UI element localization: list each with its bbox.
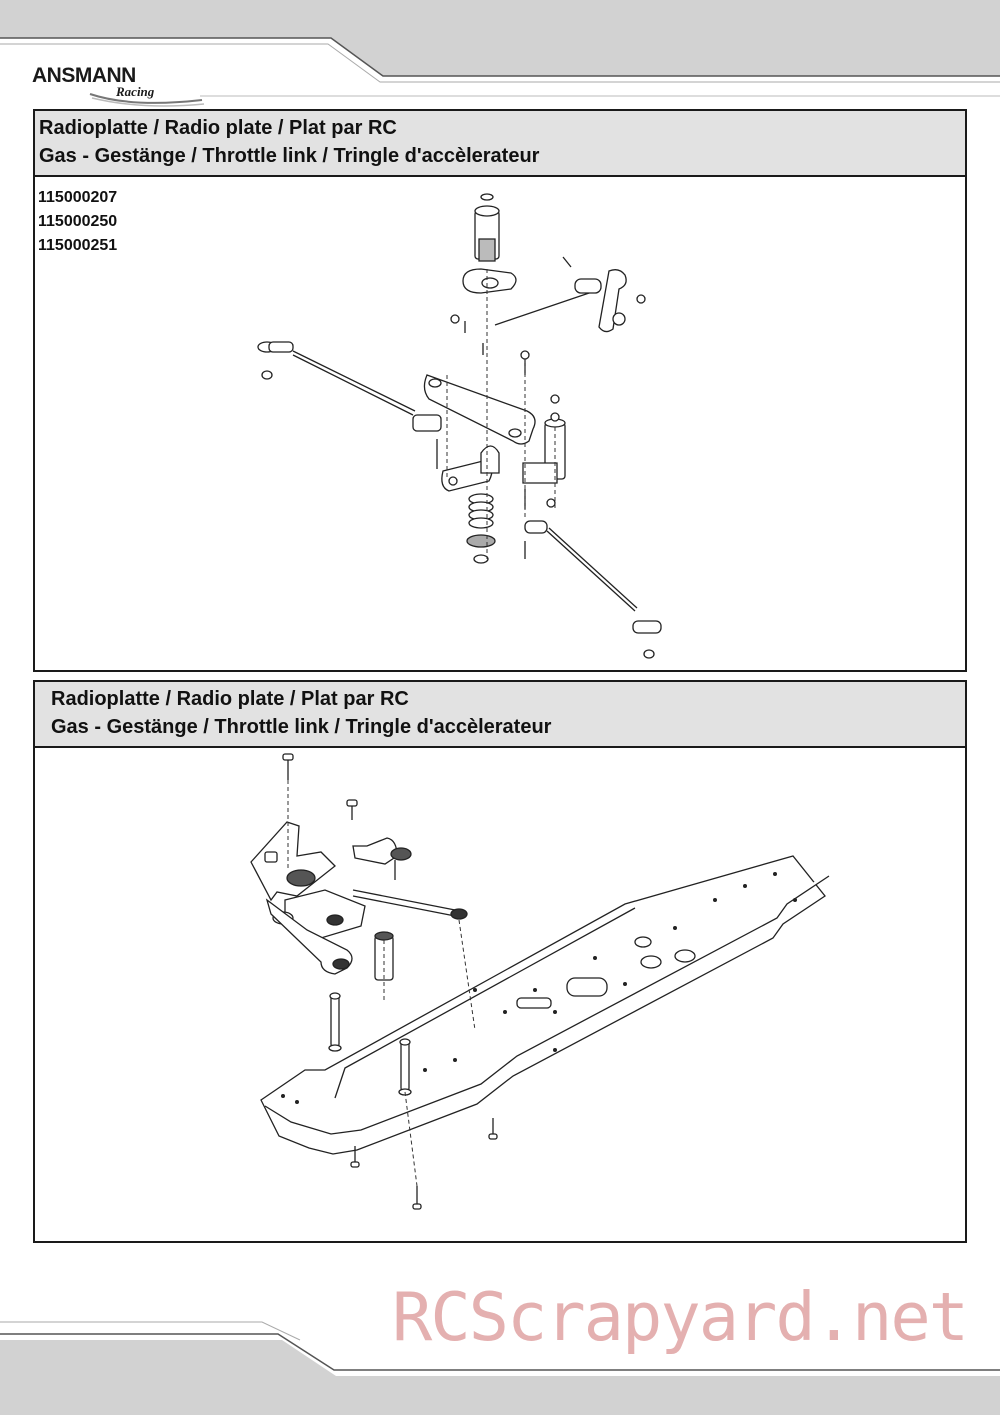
- part-number: 115000207: [38, 189, 118, 206]
- part-number: 115000251: [38, 237, 118, 254]
- brand-logo: ANSMANN Racing: [32, 64, 207, 110]
- radio-plate-chassis-diagram: [250, 753, 830, 1210]
- page-footer-band: [0, 1300, 1000, 1415]
- section-title-line1: Radioplatte / Radio plate / Plat par RC: [39, 117, 397, 139]
- section-title-line2: Gas - Gestänge / Throttle link / Tringle…: [39, 145, 540, 167]
- section-header: Radioplatte / Radio plate / Plat par RC …: [35, 682, 965, 748]
- section-title-line1: Radioplatte / Radio plate / Plat par RC: [51, 688, 409, 710]
- section-title-line2: Gas - Gestänge / Throttle link / Tringle…: [51, 716, 552, 738]
- site-watermark: RCScrapyard.net: [392, 1278, 969, 1356]
- section-radio-plate-assembly: Radioplatte / Radio plate / Plat par RC …: [33, 680, 967, 1243]
- exploded-throttle-linkage-diagram: [257, 193, 662, 659]
- section-header: Radioplatte / Radio plate / Plat par RC …: [35, 111, 965, 177]
- part-number-list: 115000207 115000250 115000251: [38, 186, 117, 258]
- part-number: 115000250: [38, 213, 118, 230]
- logo-racing: Racing: [116, 84, 155, 99]
- logo-wordmark: ANSMANN: [32, 64, 136, 87]
- section-throttle-link-parts: Radioplatte / Radio plate / Plat par RC …: [33, 109, 967, 672]
